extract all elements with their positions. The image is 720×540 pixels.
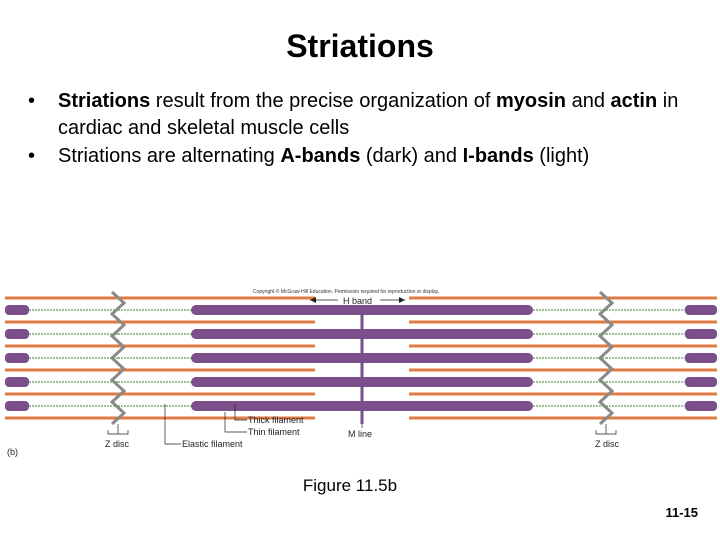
bullet-text-part: (dark) and (360, 145, 463, 167)
thick-filament (5, 353, 29, 363)
thin-filament-label: Thin filament (248, 427, 300, 437)
m-line-label: M line (348, 429, 372, 439)
bullet-text-part: Striations (58, 90, 151, 112)
thick-filament (685, 353, 717, 363)
bullet-text-part: and (566, 90, 611, 112)
z-disc-left-label: Z disc (105, 439, 130, 449)
copyright-text: Copyright © McGraw-Hill Education. Permi… (253, 288, 439, 295)
thick-filament (5, 401, 29, 411)
thick-filament-label: Thick filament (248, 415, 304, 425)
elastic-filament-label: Elastic filament (182, 439, 243, 449)
bullet-item: • Striations are alternating A-bands (da… (22, 143, 702, 170)
bullet-dot: • (28, 90, 36, 112)
thick-filament (685, 401, 717, 411)
bullet-text-part: myosin (495, 90, 567, 112)
thick-filament (5, 377, 29, 387)
z-disc-right (597, 290, 615, 426)
figure-caption: Figure 11.5b (302, 476, 398, 495)
bullet-text-part: in cardiac and skeletal muscle cells (58, 90, 679, 139)
z-disc-left (109, 290, 127, 426)
bullet-text-part: (light) (533, 145, 590, 167)
bullet-list: • Striations result from the precise org… (22, 88, 702, 171)
bullet-text: Striations result from the precise organ… (58, 88, 702, 142)
slide-number: 11-15 (665, 505, 698, 520)
bullet-dot: • (28, 145, 36, 167)
h-band-label: H band (343, 296, 372, 306)
thick-filament (685, 305, 717, 315)
thick-filament (685, 377, 717, 387)
bullet-text-part: actin (610, 90, 658, 112)
bullet-item: • Striations result from the precise org… (22, 88, 702, 142)
thick-filament (685, 329, 717, 339)
bullet-text-part: I-bands (462, 145, 534, 167)
bullet-text: Striations are alternating A-bands (dark… (58, 143, 702, 170)
panel-letter: (b) (7, 447, 18, 457)
bullet-text-part: result from the precise organization of (150, 90, 496, 112)
sarcomere-figure: Copyright © McGraw-Hill Education. Permi… (5, 288, 717, 457)
thick-filament (5, 305, 29, 315)
bullet-text-part: A-bands (280, 145, 361, 167)
bullet-text-part: Striations are alternating (58, 145, 281, 167)
thick-filament (5, 329, 29, 339)
z-disc-right-label: Z disc (595, 439, 620, 449)
figure-labels: Thick filament Thin filament Elastic fil… (7, 404, 620, 457)
h-band-marker: H band (310, 295, 405, 306)
slide-title: Striations (286, 28, 434, 64)
